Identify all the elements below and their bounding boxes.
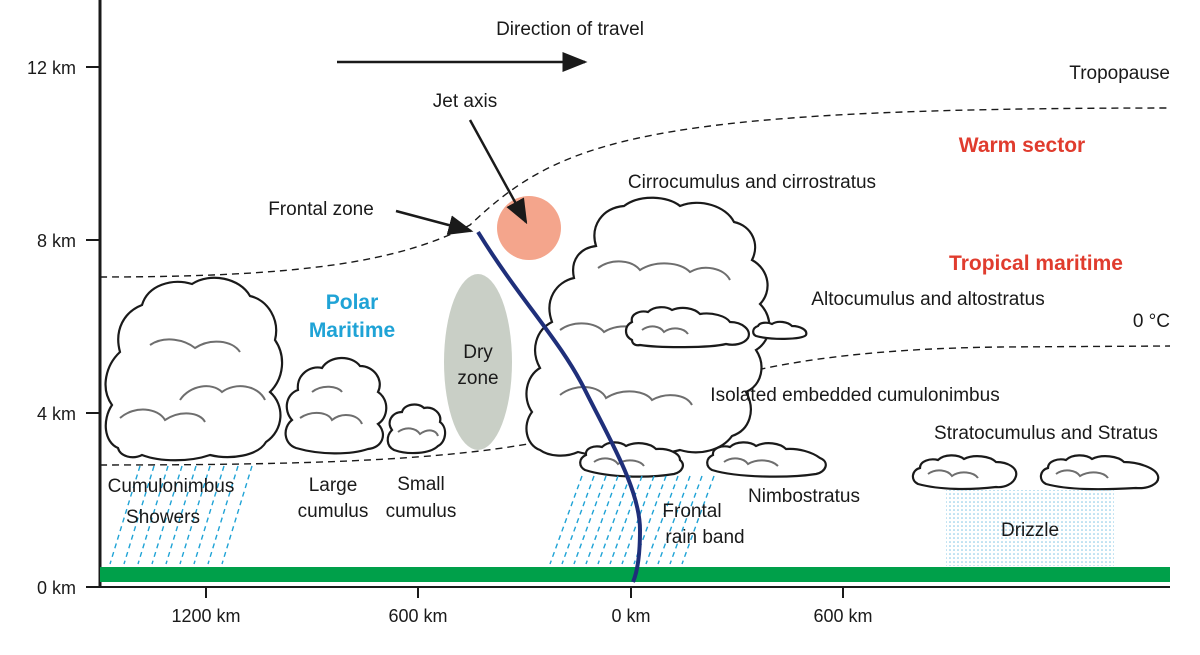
frontal-zone-label: Frontal zone: [268, 199, 374, 220]
jet-axis-label: Jet axis: [433, 91, 497, 112]
rain-streak: [597, 475, 631, 565]
stratocumulus-cloud-right: [1039, 454, 1160, 491]
large-cumulus-label-line1: Large: [309, 475, 358, 496]
frontal-zone-arrow: [395, 209, 474, 235]
x-tick-label: 0 km: [611, 606, 650, 626]
nimbostratus-label: Nimbostratus: [748, 486, 860, 507]
strato-label: Stratocumulus and Stratus: [934, 423, 1158, 444]
frontal-rain-label-line2: rain band: [665, 527, 744, 548]
rain-streak: [151, 465, 183, 565]
tropopause-label: Tropopause: [1069, 63, 1170, 84]
large-cumulus-cloud: [284, 356, 388, 455]
rain-streak: [549, 475, 583, 565]
x-axis-ticks: 1200 km 600 km 0 km 600 km: [171, 587, 873, 626]
small-cumulus-label-line1: Small: [397, 474, 445, 495]
jet-axis-arrow: [468, 119, 528, 225]
altocumulus-cloud-large: [624, 306, 750, 349]
stratocumulus-cloud-left: [911, 454, 1018, 491]
polar-maritime-label-line2: Maritime: [309, 319, 395, 342]
alto-label: Altocumulus and altostratus: [811, 289, 1044, 310]
x-tick-label: 1200 km: [171, 606, 240, 626]
rain-streak: [609, 475, 643, 565]
rain-streak: [669, 475, 703, 565]
freezing-level-line: [99, 345, 1171, 466]
y-axis-ticks: 12 km 8 km 4 km 0 km: [27, 58, 100, 598]
y-tick-label: 8 km: [37, 231, 76, 251]
isolated-cb-label: Isolated embedded cumulonimbus: [710, 385, 999, 406]
nimbostratus-cloud-left: [579, 441, 684, 478]
small-cumulus-cloud: [386, 403, 447, 455]
y-tick-label: 0 km: [37, 578, 76, 598]
drizzle-area: [946, 490, 1114, 566]
small-cumulus-label-line2: cumulus: [386, 501, 457, 522]
dry-zone-label-line2: zone: [457, 368, 498, 389]
rain-streak: [137, 465, 169, 565]
rain-streak: [657, 475, 691, 565]
polar-maritime-label-line1: Polar: [326, 291, 379, 314]
dry-zone-ellipse: [444, 274, 512, 450]
tropical-maritime-label: Tropical maritime: [949, 252, 1123, 275]
direction-of-travel-label: Direction of travel: [496, 19, 644, 40]
rain-streak: [123, 465, 155, 565]
dry-zone-label-line1: Dry: [463, 342, 493, 363]
rain-streak: [207, 465, 239, 565]
rain-streak: [221, 465, 253, 565]
x-tick-label: 600 km: [813, 606, 872, 626]
frontal-rain-label-line1: Frontal: [662, 501, 721, 522]
tropopause-line: [99, 107, 1171, 278]
y-tick-label: 4 km: [37, 404, 76, 424]
rain-streak: [573, 475, 607, 565]
drizzle-label: Drizzle: [1001, 520, 1059, 541]
rain-streak: [109, 465, 141, 565]
cumulonimbus-cloud: [104, 276, 284, 462]
y-tick-label: 12 km: [27, 58, 76, 78]
frontal-surface-line: [476, 230, 643, 583]
rain-streak: [165, 465, 197, 565]
shower-rain-lines: [109, 465, 253, 565]
cumulonimbus-label: Cumulonimbus: [108, 476, 235, 497]
x-tick-label: 600 km: [388, 606, 447, 626]
jet-axis-circle: [497, 196, 561, 260]
large-cumulus-label-line2: cumulus: [298, 501, 369, 522]
rain-streak: [193, 465, 225, 565]
rain-streak: [179, 465, 211, 565]
altocumulus-cloud-small: [752, 320, 808, 340]
warm-sector-label: Warm sector: [959, 134, 1085, 157]
zero-c-label: 0 °C: [1133, 311, 1170, 332]
nimbostratus-cloud-right: [706, 441, 827, 478]
rain-streak: [561, 475, 595, 565]
rain-streak: [645, 475, 679, 565]
rain-streak: [633, 475, 667, 565]
rain-streak: [585, 475, 619, 565]
rain-streak: [681, 475, 715, 565]
showers-label: Showers: [126, 507, 200, 528]
cirro-label: Cirrocumulus and cirrostratus: [628, 172, 876, 193]
